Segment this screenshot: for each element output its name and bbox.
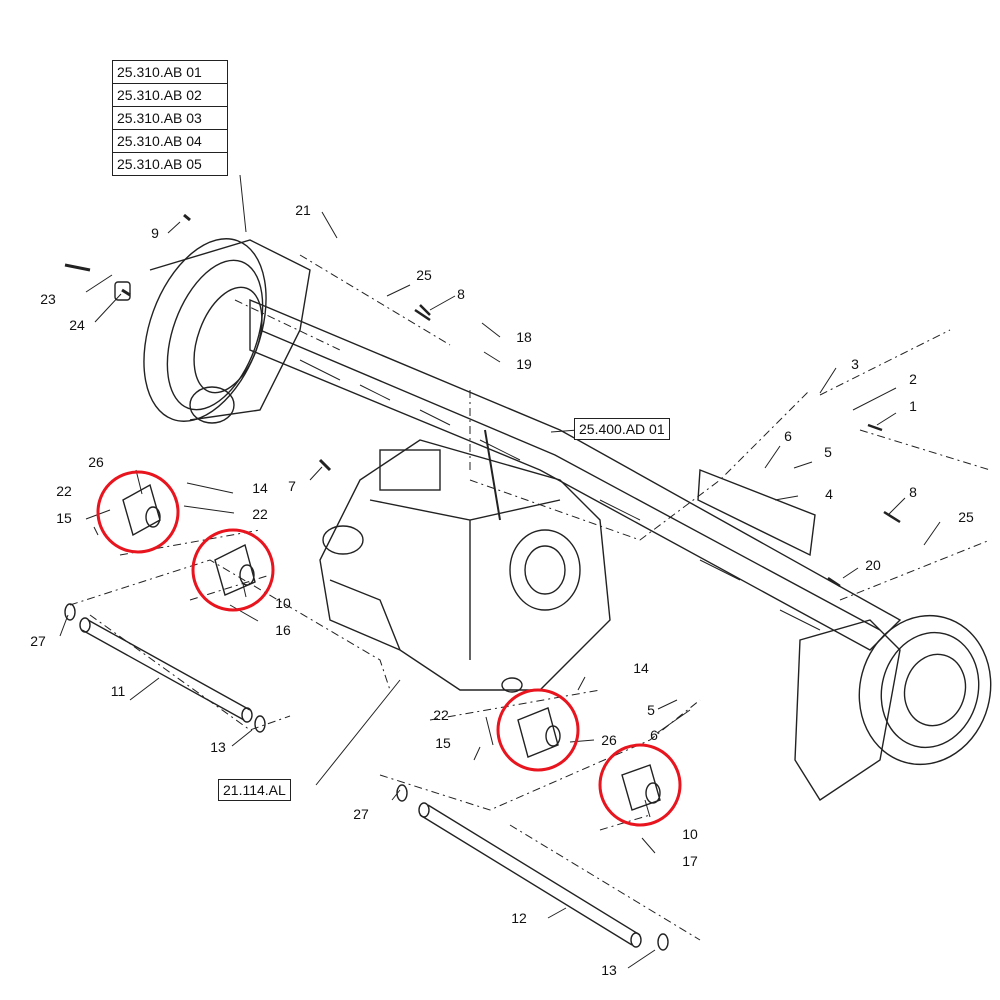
highlight-circle-10-bottom bbox=[598, 743, 682, 827]
callout-5-bottom: 5 bbox=[647, 702, 655, 718]
ref-25-310-ab-05: 25.310.AB 05 bbox=[117, 156, 202, 172]
bushing-10-left bbox=[214, 543, 256, 596]
shaft-12 bbox=[418, 802, 642, 948]
callout-22-b: 22 bbox=[252, 506, 268, 522]
ring-27-bottom bbox=[396, 784, 408, 802]
callout-25: 25 bbox=[416, 267, 432, 283]
axle-beam bbox=[249, 298, 902, 651]
callout-21: 21 bbox=[295, 202, 311, 218]
callout-8: 8 bbox=[457, 286, 465, 302]
callout-6: 6 bbox=[784, 428, 792, 444]
callout-18: 18 bbox=[516, 329, 532, 345]
callout-25-right: 25 bbox=[958, 509, 974, 525]
callout-2: 2 bbox=[909, 371, 917, 387]
callout-14-bottom: 14 bbox=[633, 660, 649, 676]
ref-stack-25-310: 25.310.AB 01 25.310.AB 02 25.310.AB 03 2… bbox=[112, 60, 228, 176]
callout-11: 11 bbox=[110, 683, 126, 699]
callout-12: 12 bbox=[511, 910, 527, 926]
callout-1: 1 bbox=[909, 398, 917, 414]
callout-13-bottom: 13 bbox=[601, 962, 617, 978]
differential-housing bbox=[319, 429, 611, 693]
ref-25-310-ab-02: 25.310.AB 02 bbox=[113, 84, 227, 107]
ref-25-400-ad-01: 25.400.AD 01 bbox=[574, 418, 670, 440]
callout-26-bottom: 26 bbox=[601, 732, 617, 748]
callout-10-bottom: 10 bbox=[682, 826, 698, 842]
highlight-circle-26-left bbox=[96, 470, 180, 554]
callout-15: 15 bbox=[56, 510, 72, 526]
bushing-10-bottom bbox=[621, 764, 661, 811]
shaft-11 bbox=[79, 617, 253, 723]
callout-27-bottom: 27 bbox=[353, 806, 369, 822]
right-hub bbox=[794, 614, 992, 801]
callout-5: 5 bbox=[824, 444, 832, 460]
callout-7: 7 bbox=[288, 478, 296, 494]
callout-24: 24 bbox=[69, 317, 85, 333]
callout-22: 22 bbox=[56, 483, 72, 499]
callout-14: 14 bbox=[252, 480, 268, 496]
callout-23: 23 bbox=[40, 291, 56, 307]
callout-19: 19 bbox=[516, 356, 532, 372]
callout-8-right: 8 bbox=[909, 484, 917, 500]
ring-13-bottom bbox=[657, 933, 669, 951]
ref-25-310-ab-03: 25.310.AB 03 bbox=[113, 107, 227, 130]
callout-3: 3 bbox=[851, 356, 859, 372]
highlight-circle-10-left bbox=[191, 528, 275, 612]
callout-20: 20 bbox=[865, 557, 881, 573]
ref-21-114-al: 21.114.AL bbox=[218, 779, 291, 801]
ring-27-left bbox=[64, 603, 76, 621]
callout-4: 4 bbox=[825, 486, 833, 502]
ring-13-left bbox=[254, 715, 266, 733]
callout-9: 9 bbox=[151, 225, 159, 241]
bushing-26-bottom bbox=[517, 707, 561, 758]
callout-16: 16 bbox=[275, 622, 291, 638]
callout-6-bottom: 6 bbox=[650, 727, 658, 743]
callout-26: 26 bbox=[88, 454, 104, 470]
left-hub bbox=[143, 238, 311, 424]
callout-17: 17 bbox=[682, 853, 698, 869]
ref-25-310-ab-04: 25.310.AB 04 bbox=[113, 130, 227, 153]
callout-22-bottom: 22 bbox=[433, 707, 449, 723]
callout-10: 10 bbox=[275, 595, 291, 611]
ref-25-310-ab-01: 25.310.AB 01 bbox=[113, 61, 227, 84]
callout-13: 13 bbox=[210, 739, 226, 755]
callout-27: 27 bbox=[30, 633, 46, 649]
callout-15-bottom: 15 bbox=[435, 735, 451, 751]
highlight-circle-26-bottom bbox=[496, 688, 580, 772]
